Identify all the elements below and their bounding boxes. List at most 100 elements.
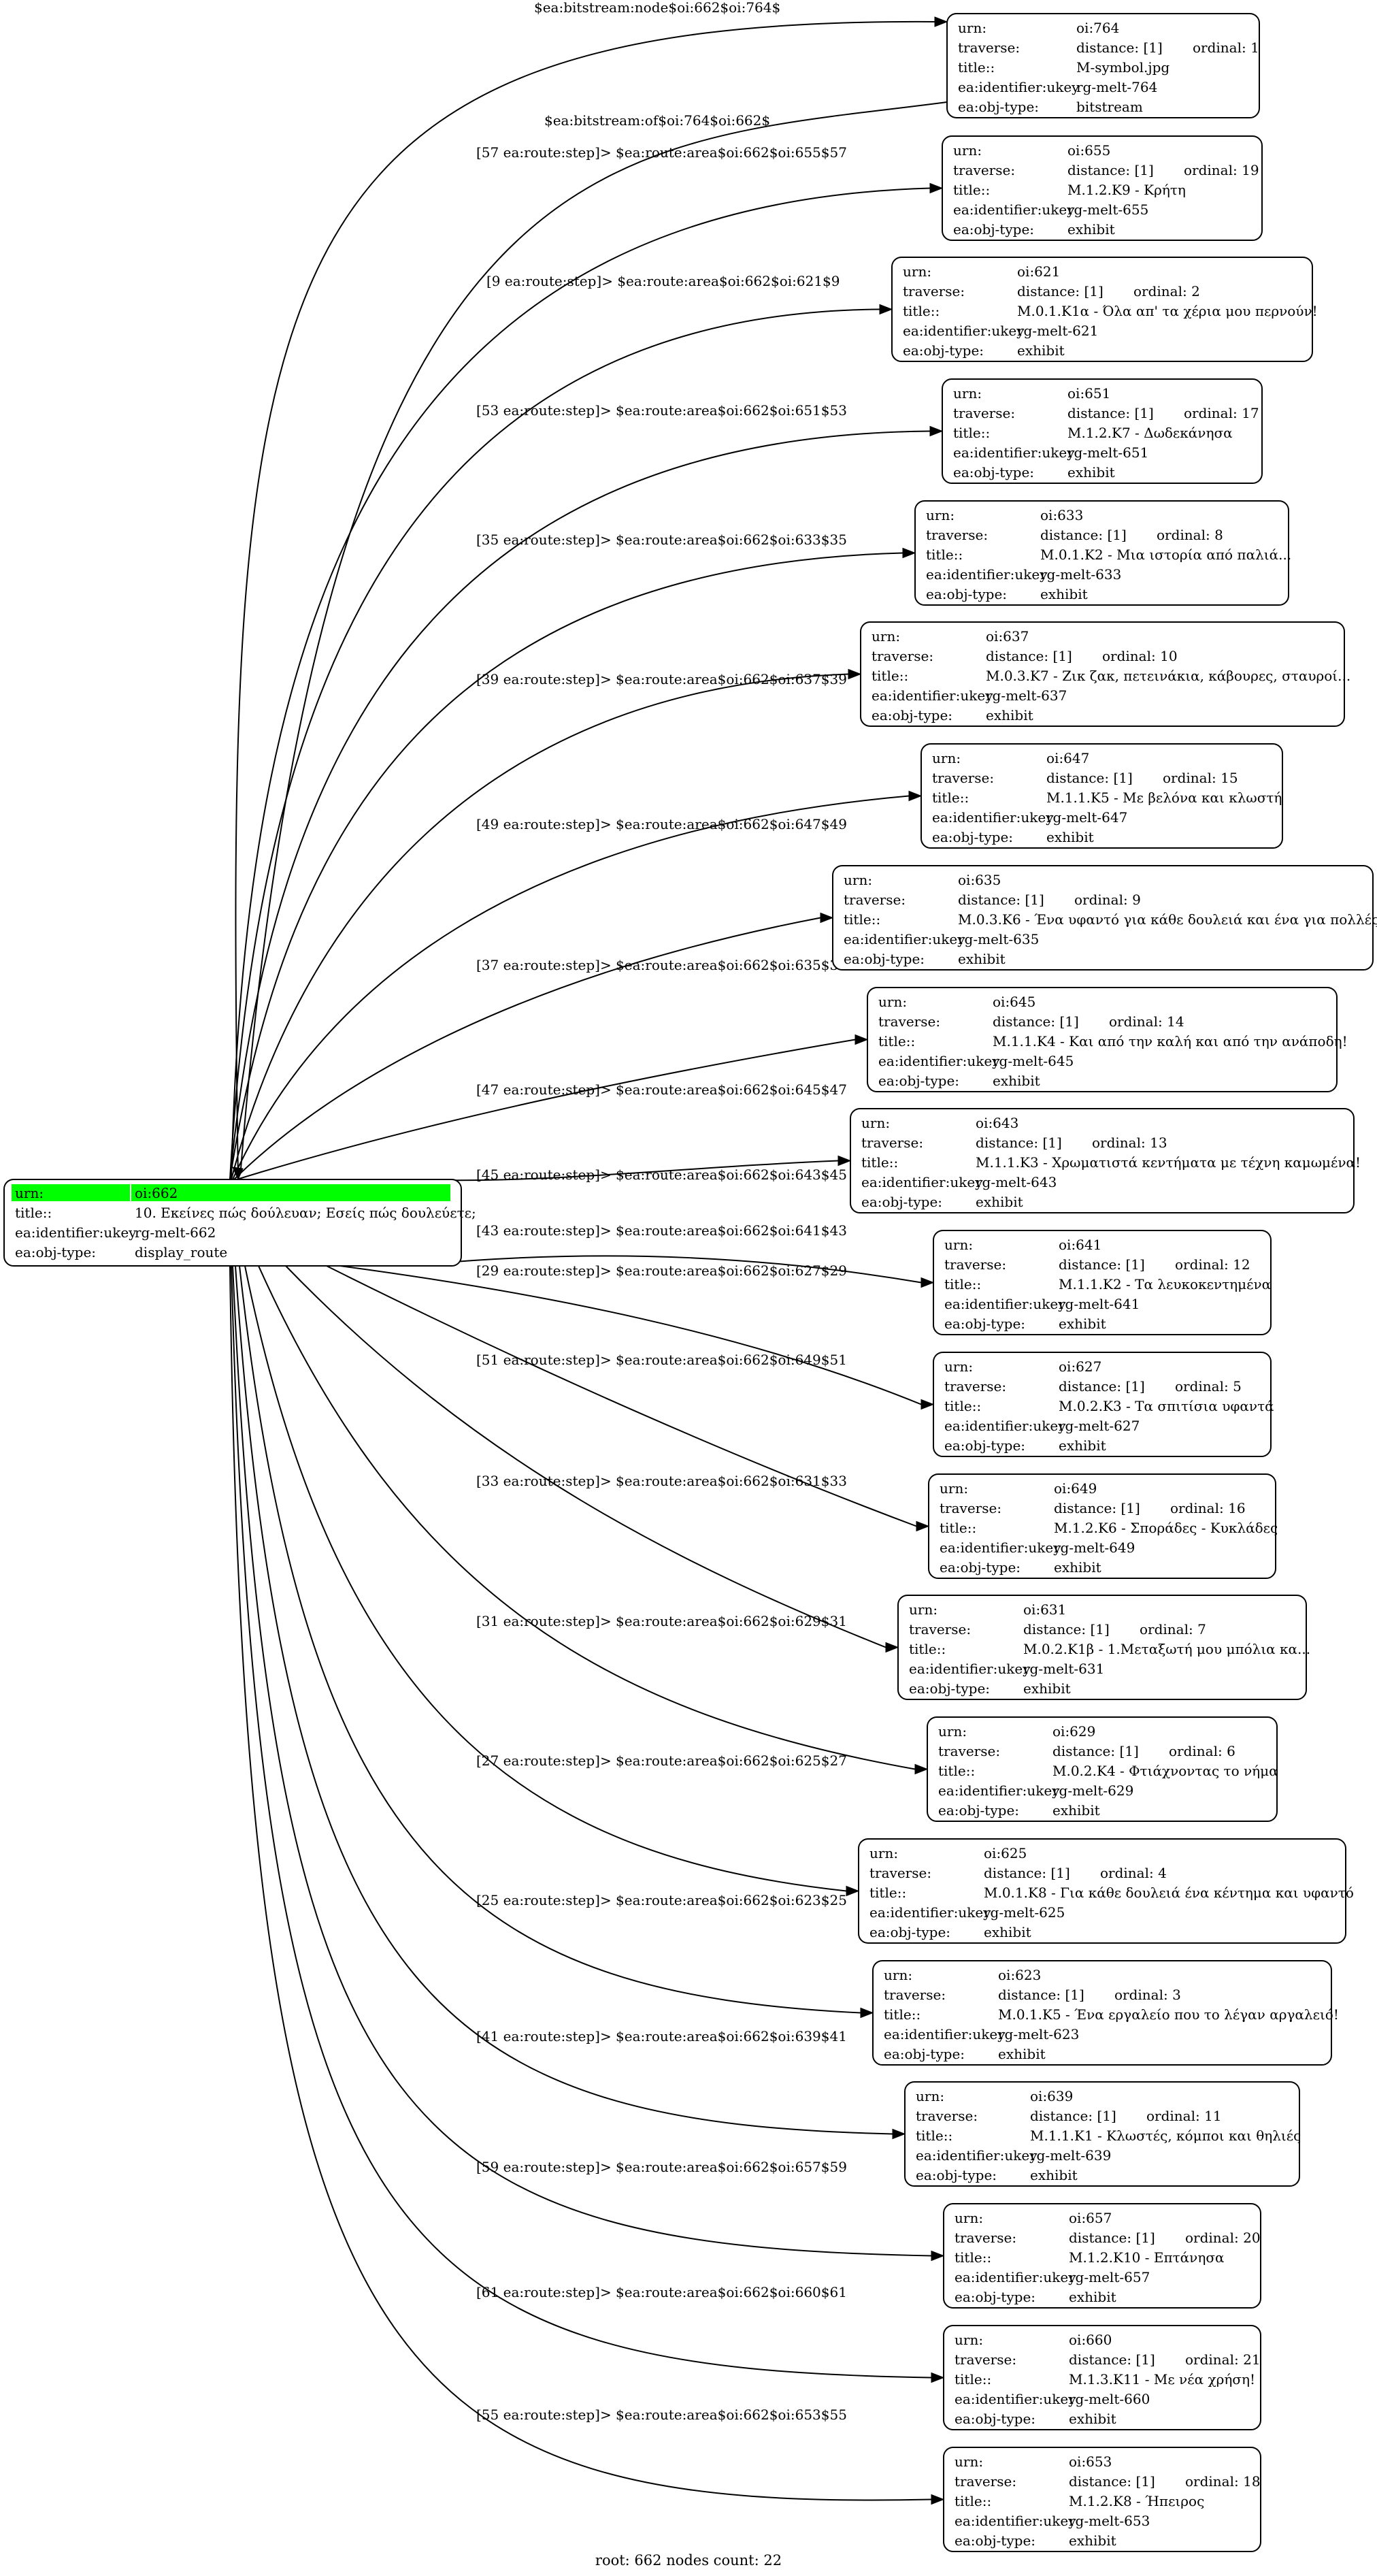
node-row-key: ea:identifier:ukey	[940, 1539, 1061, 1556]
node-row-value: distance: [1]	[1052, 1743, 1139, 1759]
node-row-key: urn:	[909, 1601, 938, 1618]
route-step-edge-label: [43 ea:route:step]> $ea:route:area$oi:66…	[476, 1222, 847, 1239]
node-row-value: distance: [1]	[958, 892, 1044, 908]
node-row-key: ea:obj-type:	[861, 1194, 942, 1210]
node-row-value: distance: [1]	[1069, 2230, 1155, 2246]
node-row-key: traverse:	[953, 405, 1015, 421]
node-row-value: rg-melt-649	[1054, 1539, 1135, 1556]
node-box	[943, 2447, 1261, 2552]
node-row-value: oi:625	[984, 1845, 1027, 1861]
node-box	[914, 500, 1289, 606]
bitstream-node-edge	[235, 20, 935, 1180]
node-row-value: rg-melt-631	[1023, 1661, 1104, 1677]
node-row-key: urn:	[955, 2332, 983, 2348]
node-row-value: distance: [1]	[986, 648, 1072, 664]
node-row-key: urn:	[958, 20, 986, 36]
node-row-value: M.1.2.K10 - Επτάνησα	[1069, 2249, 1224, 2266]
node-row-key: ea:identifier:ukey	[953, 444, 1075, 461]
node-row-key: traverse:	[909, 1621, 971, 1637]
route-step-edge	[229, 308, 880, 1180]
node-ordinal: ordinal: 15	[1163, 770, 1238, 786]
route-step-edge	[339, 1265, 922, 1405]
route-step-edge	[231, 1265, 932, 2379]
node-row-value: M.1.1.K2 - Τα λευκοκεντημένα	[1059, 1276, 1271, 1292]
node-row-value: rg-melt-643	[976, 1174, 1057, 1190]
edge-arrowhead	[931, 2250, 945, 2262]
node-box	[904, 2081, 1300, 2187]
node-row-value: distance: [1]	[1030, 2108, 1116, 2124]
node-row-value: M.0.1.K1α - Όλα απ' τα χέρια μου περνούν…	[1017, 303, 1318, 319]
node-row-key: ea:obj-type:	[926, 586, 1007, 602]
node-row-key: traverse:	[958, 39, 1020, 56]
route-step-edge-label: [35 ea:route:step]> $ea:route:area$oi:66…	[476, 532, 847, 548]
node-row-value: oi:637	[986, 628, 1029, 645]
node-row-key: urn:	[955, 2210, 983, 2226]
node-row-key: ea:obj-type:	[916, 2167, 997, 2183]
node-row-value: exhibit	[1069, 2411, 1116, 2427]
route-step-edge-label: [37 ea:route:step]> $ea:route:area$oi:66…	[476, 957, 847, 973]
node-ordinal: ordinal: 21	[1185, 2351, 1261, 2368]
node-row-value: rg-melt-645	[993, 1053, 1074, 1069]
node-row-value: M.0.3.K7 - Ζικ ζακ, πετεινάκια, κάβουρες…	[986, 668, 1350, 684]
node-row-value: exhibit	[1046, 829, 1094, 845]
node-row-value: rg-melt-651	[1067, 444, 1148, 461]
node-row-key: ea:obj-type:	[955, 2532, 1035, 2549]
node-row-value: exhibit	[986, 707, 1033, 723]
root-row-key: ea:obj-type:	[15, 1244, 96, 1260]
edge-arrowhead	[837, 1155, 852, 1167]
node-row-key: ea:obj-type:	[884, 2046, 965, 2062]
node-ordinal: ordinal: 9	[1074, 892, 1141, 908]
node-row-key: urn:	[955, 2453, 983, 2470]
node-row-value: distance: [1]	[984, 1865, 1070, 1881]
root-row-key: ea:identifier:ukey	[15, 1224, 137, 1241]
node-row-value: oi:657	[1069, 2210, 1112, 2226]
node-ordinal: ordinal: 11	[1146, 2108, 1222, 2124]
route-step-edge	[232, 795, 910, 1180]
node-row-value: rg-melt-660	[1069, 2391, 1150, 2407]
edge-labels-layer: [57 ea:route:step]> $ea:route:area$oi:66…	[476, 0, 847, 2423]
node-row-key: traverse:	[903, 283, 965, 299]
node-row-value: distance: [1]	[1069, 2473, 1155, 2490]
node-row-key: urn:	[916, 2088, 944, 2104]
route-step-edge	[244, 1265, 847, 1892]
edge-arrowhead	[892, 2128, 906, 2140]
node-row-value: oi:645	[993, 994, 1035, 1010]
node-row-value: oi:660	[1069, 2332, 1112, 2348]
node-row-key: ea:identifier:ukey	[884, 2026, 1006, 2042]
node-row-key: traverse:	[932, 770, 994, 786]
edge-arrowhead	[232, 1167, 244, 1181]
node-row-value: exhibit	[1030, 2167, 1078, 2183]
node-row-value: rg-melt-623	[998, 2026, 1079, 2042]
route-step-edge	[236, 1039, 856, 1180]
node-box	[832, 865, 1374, 971]
node-row-key: urn:	[884, 1967, 912, 1983]
node-ordinal: ordinal: 1	[1193, 39, 1259, 56]
route-step-edge	[229, 1265, 932, 2501]
node-row-value: exhibit	[1040, 586, 1088, 602]
node-row-key: traverse:	[869, 1865, 931, 1881]
node-row-value: oi:647	[1046, 750, 1089, 766]
